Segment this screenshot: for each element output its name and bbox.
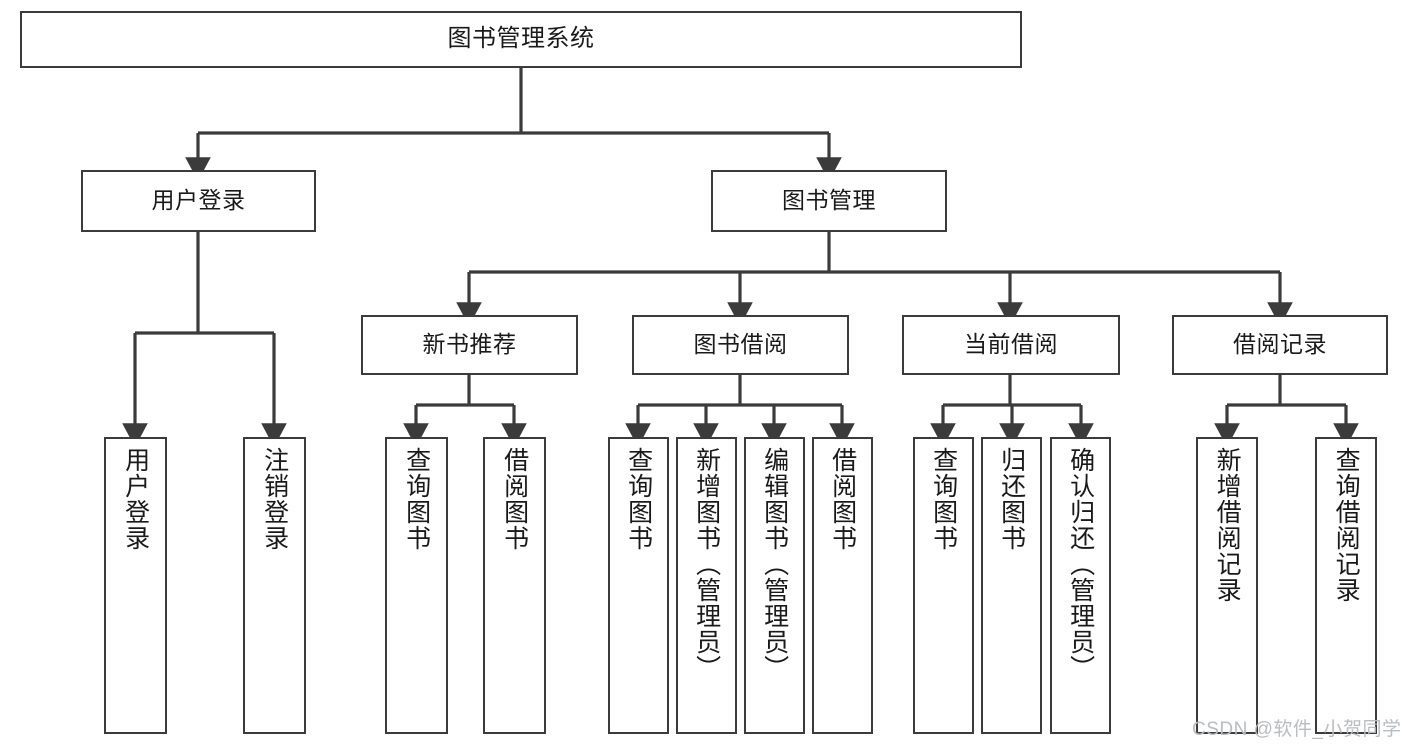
node-current-borrow-label: 当前借阅	[964, 331, 1058, 358]
node-root[interactable]: 图书管理系统	[20, 11, 1022, 68]
leaf-borrow-query-book[interactable]: 查询图书	[608, 437, 669, 734]
leaf-recommend-borrow-book-label: 借阅图书	[500, 447, 529, 551]
node-book-manage-label: 图书管理	[782, 187, 876, 214]
leaf-current-query-book[interactable]: 查询图书	[913, 437, 974, 734]
node-user-login[interactable]: 用户登录	[81, 170, 316, 232]
csdn-watermark: CSDN @软件_小贺同学	[1192, 719, 1402, 740]
leaf-record-add[interactable]: 新增借阅记录	[1196, 437, 1258, 734]
leaf-recommend-query-book[interactable]: 查询图书	[385, 437, 448, 734]
node-root-label: 图书管理系统	[447, 25, 595, 53]
node-current-borrow[interactable]: 当前借阅	[902, 315, 1120, 375]
node-book-borrow[interactable]: 图书借阅	[632, 315, 849, 375]
leaf-user-login[interactable]: 用户登录	[104, 437, 167, 734]
leaf-user-login-label: 用户登录	[121, 447, 150, 551]
leaf-borrow-query-book-label: 查询图书	[624, 447, 653, 551]
leaf-recommend-query-book-label: 查询图书	[402, 447, 431, 551]
leaf-record-search[interactable]: 查询借阅记录	[1315, 437, 1377, 734]
node-book-borrow-label: 图书借阅	[693, 331, 788, 358]
node-new-book-recommend-label: 新书推荐	[422, 331, 517, 358]
leaf-current-return-book-label: 归还图书	[997, 447, 1026, 551]
node-book-manage[interactable]: 图书管理	[711, 170, 947, 232]
leaf-borrow-lend-book-label: 借阅图书	[828, 447, 857, 551]
leaf-current-confirm-return[interactable]: 确认归还（管理员）	[1050, 437, 1111, 734]
leaf-borrow-add-book-label: 新增图书（管理员）	[692, 447, 721, 681]
node-user-login-label: 用户登录	[151, 187, 246, 214]
leaf-borrow-edit-book-label: 编辑图书（管理员）	[760, 447, 789, 681]
node-new-book-recommend[interactable]: 新书推荐	[361, 315, 578, 375]
leaf-user-logout-label: 注销登录	[260, 447, 289, 551]
leaf-borrow-lend-book[interactable]: 借阅图书	[812, 437, 873, 734]
leaf-user-logout[interactable]: 注销登录	[243, 437, 306, 734]
node-borrow-record-label: 借阅记录	[1233, 331, 1327, 358]
leaf-current-return-book[interactable]: 归还图书	[981, 437, 1042, 734]
leaf-borrow-add-book[interactable]: 新增图书（管理员）	[676, 437, 737, 734]
leaf-current-query-book-label: 查询图书	[929, 447, 958, 551]
leaf-record-add-label: 新增借阅记录	[1213, 447, 1242, 603]
node-borrow-record[interactable]: 借阅记录	[1172, 315, 1388, 375]
leaf-borrow-edit-book[interactable]: 编辑图书（管理员）	[744, 437, 805, 734]
leaf-current-confirm-return-label: 确认归还（管理员）	[1066, 447, 1095, 681]
leaf-record-search-label: 查询借阅记录	[1332, 447, 1361, 603]
leaf-recommend-borrow-book[interactable]: 借阅图书	[483, 437, 546, 734]
